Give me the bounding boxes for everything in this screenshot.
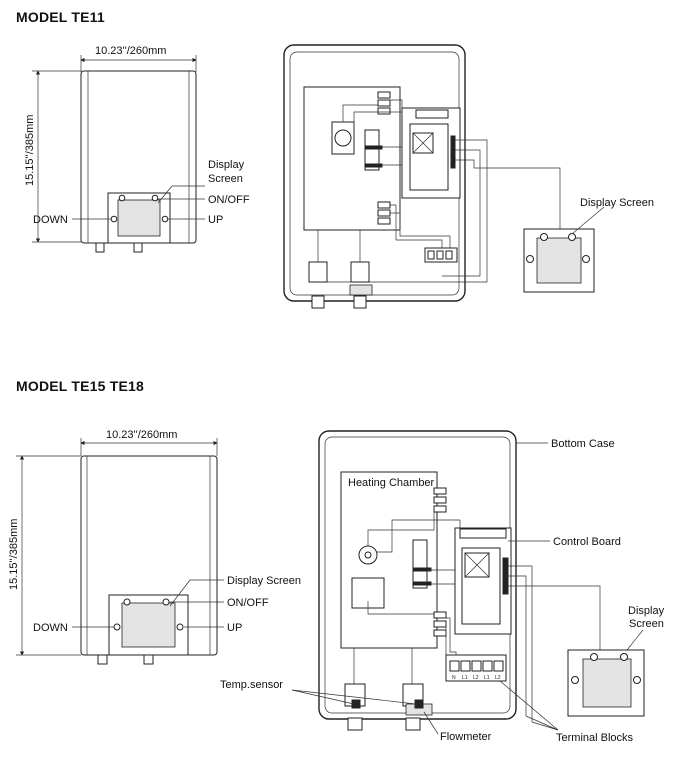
down-button-b[interactable] xyxy=(113,623,121,631)
on-off-label-b: ON/OFF xyxy=(227,597,269,609)
model-te11-title: MODEL TE11 xyxy=(16,9,105,25)
te11-front-view: 10.23''/260mm 15.15''/385mm Display Scre… xyxy=(24,45,250,253)
detail-display-screen xyxy=(536,237,582,284)
terminal-block xyxy=(424,247,458,263)
te15-display-detail: Display Screen xyxy=(567,605,665,717)
thermostats xyxy=(351,545,385,609)
screw-icon-b xyxy=(123,598,131,606)
up-button[interactable] xyxy=(161,215,169,223)
display-screen xyxy=(117,199,161,237)
up-button-b[interactable] xyxy=(176,623,184,631)
terminal-code-l2-b: L2 xyxy=(495,675,501,681)
te11-internal-view: Display Screen xyxy=(283,44,654,309)
screw-icon xyxy=(118,194,126,202)
height-dimension-label-b: 15.15''/385mm xyxy=(8,519,20,590)
terminal-code-l1-b: L1 xyxy=(484,675,490,681)
detail-display-label-b: Display xyxy=(628,605,665,617)
bottom-case xyxy=(283,44,466,302)
detail-display-screen-b xyxy=(582,658,632,708)
terminal-code-n: N xyxy=(452,675,456,681)
display-label: Display xyxy=(208,159,245,171)
temp-sensor-b xyxy=(351,699,361,709)
temp-sensor-label: Temp.sensor xyxy=(220,679,283,691)
detail-screen-label-b: Screen xyxy=(629,618,664,630)
terminal-code-l2-a: L2 xyxy=(473,675,479,681)
screen-label: Screen xyxy=(208,173,243,185)
detail-screw-icon-b xyxy=(590,653,598,661)
model-te15-te18-title: MODEL TE15 TE18 xyxy=(16,378,145,394)
pipe-outlet xyxy=(133,242,143,253)
detail-screw-icon xyxy=(540,233,548,241)
width-dimension-label: 10.23''/260mm xyxy=(95,45,166,57)
height-dimension-label: 15.15''/385mm xyxy=(24,115,36,186)
on-off-button[interactable] xyxy=(151,194,159,202)
flowmeter-sensor xyxy=(349,284,373,296)
terminal-code-l1-a: L1 xyxy=(462,675,468,681)
flowmeter-label: Flowmeter xyxy=(440,731,492,743)
te11-display-detail: Display Screen xyxy=(523,197,654,293)
te15-front-view: 10.23''/260mm 15.15''/385mm Display Scre… xyxy=(8,429,301,665)
inlet-fitting xyxy=(308,261,328,283)
up-label: UP xyxy=(208,214,223,226)
detail-down-button[interactable] xyxy=(526,255,534,263)
detail-display-screen-label: Display Screen xyxy=(580,197,654,209)
on-off-label: ON/OFF xyxy=(208,194,250,206)
detail-on-off-button-b[interactable] xyxy=(620,653,628,661)
te15-internal-view: Bottom Case Heating Chamber xyxy=(220,430,665,744)
outlet-fitting xyxy=(350,261,370,283)
detail-up-button-b[interactable] xyxy=(633,676,641,684)
detail-up-button[interactable] xyxy=(582,255,590,263)
on-off-button-b[interactable] xyxy=(162,598,170,606)
terminal-blocks: N L1 L2 L1 L2 xyxy=(445,654,507,682)
pipe-inlet xyxy=(95,242,105,253)
detail-on-off-button[interactable] xyxy=(568,233,576,241)
pipe-inlet-b xyxy=(97,654,108,665)
down-label: DOWN xyxy=(33,214,68,226)
bottom-case-label: Bottom Case xyxy=(551,438,615,450)
down-label-b: DOWN xyxy=(33,622,68,634)
pipe-outlet-b xyxy=(143,654,154,665)
display-screen-label-b: Display Screen xyxy=(227,575,301,587)
detail-down-button-b[interactable] xyxy=(571,676,579,684)
heating-chamber-label: Heating Chamber xyxy=(348,477,435,489)
up-label-b: UP xyxy=(227,622,242,634)
terminal-blocks-label: Terminal Blocks xyxy=(556,732,634,744)
control-board-label: Control Board xyxy=(553,536,621,548)
heating-element-terminals-b xyxy=(433,487,447,637)
display-screen-b xyxy=(121,602,176,648)
width-dimension-label-b: 10.23''/260mm xyxy=(106,429,177,441)
heating-element-terminals xyxy=(377,91,391,225)
down-button[interactable] xyxy=(110,215,118,223)
